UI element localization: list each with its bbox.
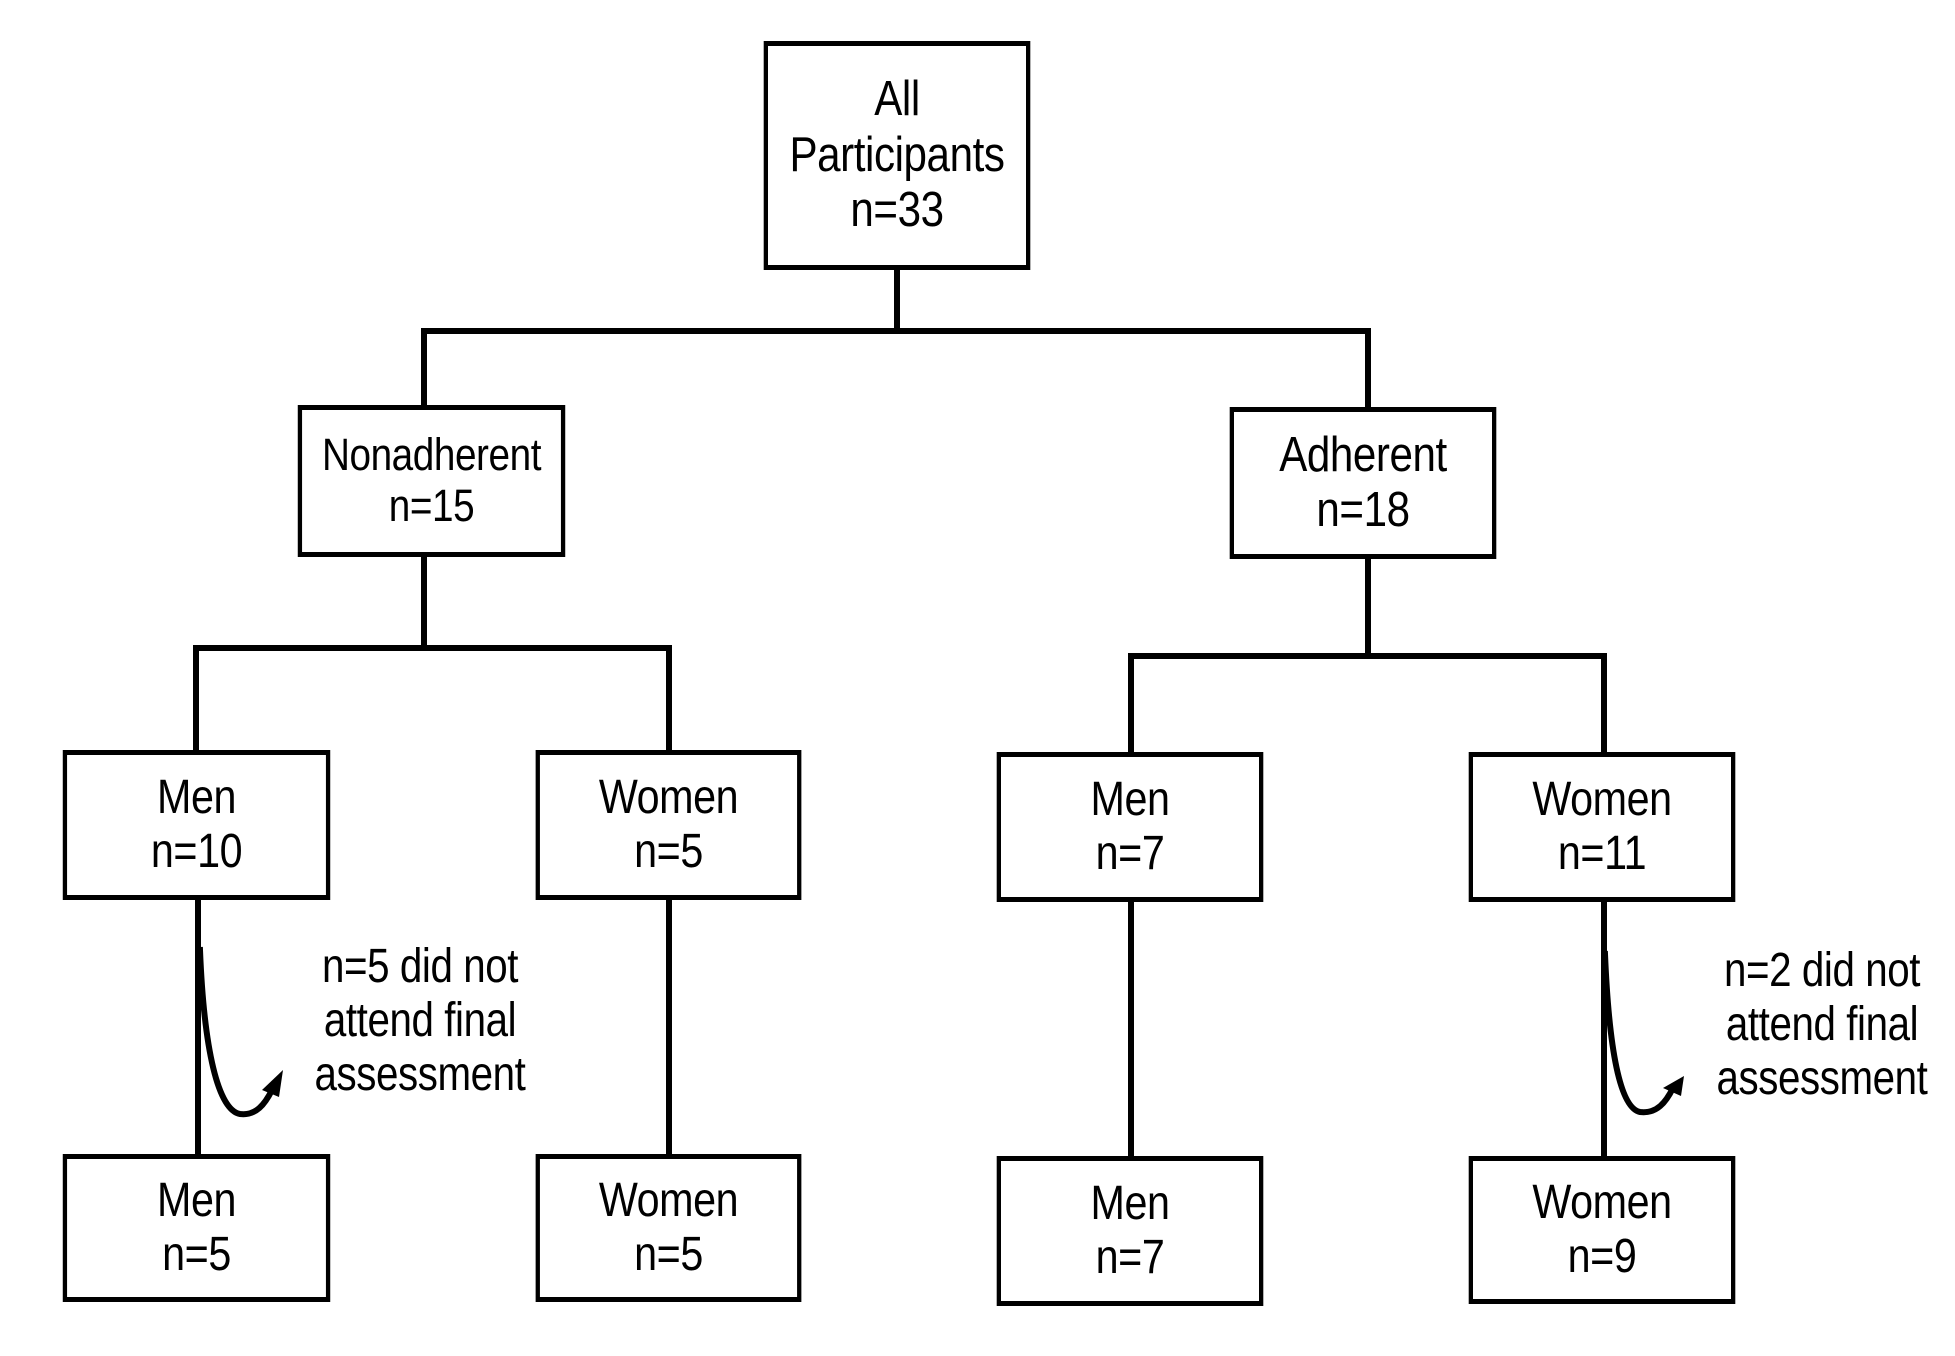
dropout-note-line1: n=2 did not xyxy=(1723,944,1921,997)
root-label-line1: All xyxy=(874,72,920,127)
root-count: n=33 xyxy=(850,183,944,238)
dropout-note-line1: n=5 did not xyxy=(321,940,519,993)
dropout-note-line3: assessment xyxy=(314,1048,526,1102)
nonadherent-men-count: n=10 xyxy=(150,825,243,878)
final-nonadherent-women-box: Women n=5 xyxy=(535,1154,802,1302)
adherent-men-count: n=7 xyxy=(1095,827,1165,880)
nonadherent-women-count: n=5 xyxy=(634,825,703,878)
final-nonadherent-women-label: Women xyxy=(598,1173,739,1227)
all-participants-box: All Participants n=33 xyxy=(763,41,1031,270)
adherent-women-box: Women n=11 xyxy=(1468,752,1736,902)
nonadherent-label: Nonadherent xyxy=(321,429,542,481)
final-nonadherent-women-count: n=5 xyxy=(634,1228,703,1281)
adherent-men-box: Men n=7 xyxy=(996,752,1264,902)
final-adherent-women-box: Women n=9 xyxy=(1468,1156,1736,1304)
nonadherent-men-label: Men xyxy=(156,770,237,824)
final-adherent-men-count: n=7 xyxy=(1095,1231,1165,1284)
non-men-dropout-arrow xyxy=(196,946,277,1118)
final-adherent-women-label: Women xyxy=(1532,1175,1672,1229)
final-nonadherent-men-label: Men xyxy=(156,1173,237,1227)
final-adherent-men-box: Men n=7 xyxy=(996,1156,1264,1306)
nonadherent-women-label: Women xyxy=(598,770,739,824)
adherent-label: Adherent xyxy=(1279,427,1447,482)
nonadherent-men-dropout-note: n=5 did not attend final assessment xyxy=(294,940,546,1103)
nonadherent-count: n=15 xyxy=(388,480,475,531)
adherent-women-dropout-note: n=2 did not attend final assessment xyxy=(1696,944,1948,1107)
nonadherent-box: Nonadherent n=15 xyxy=(297,405,566,557)
adh-women-dropout-arrow xyxy=(1601,950,1678,1116)
dropout-note-line2: attend final xyxy=(323,994,517,1048)
dropout-note-line3: assessment xyxy=(1716,1052,1928,1106)
root-label-line2: Participants xyxy=(789,127,1005,182)
adherent-women-label: Women xyxy=(1532,772,1672,826)
final-adherent-men-label: Men xyxy=(1090,1176,1170,1230)
final-adherent-women-count: n=9 xyxy=(1567,1230,1637,1283)
final-nonadherent-men-count: n=5 xyxy=(162,1228,231,1281)
nonadherent-women-box: Women n=5 xyxy=(535,750,802,900)
adherent-box: Adherent n=18 xyxy=(1229,407,1497,559)
dropout-note-line2: attend final xyxy=(1725,998,1919,1052)
adh-women-dropout-arrowhead xyxy=(1663,1076,1684,1096)
non-men-dropout-arrowhead xyxy=(262,1070,283,1097)
adherent-men-label: Men xyxy=(1090,772,1170,826)
final-nonadherent-men-box: Men n=5 xyxy=(62,1154,331,1302)
adherent-women-count: n=11 xyxy=(1557,827,1647,880)
adherent-count: n=18 xyxy=(1316,483,1410,537)
nonadherent-men-box: Men n=10 xyxy=(62,750,331,900)
